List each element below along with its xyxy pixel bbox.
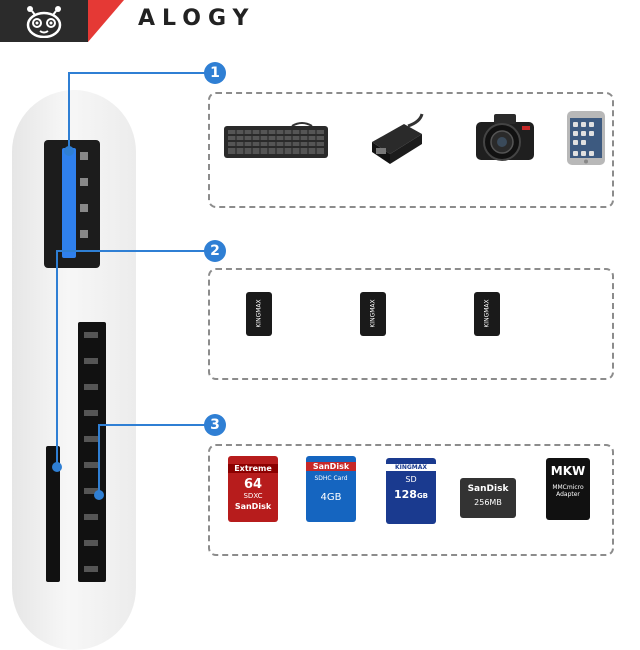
sd-card-2-brand: SanDisk <box>306 462 356 471</box>
sd-cards-panel <box>208 444 614 556</box>
sd-card-1-type: SDXC <box>243 492 263 500</box>
callout-dot-2 <box>52 462 62 472</box>
callout-line-2-vertical <box>56 250 58 466</box>
usb-devices-panel <box>208 92 614 208</box>
robot-mascot-icon <box>26 6 62 38</box>
callout-line-2-horizontal <box>58 250 208 252</box>
sd-card-2-name: SDHC Card <box>314 475 348 482</box>
microsd-cards-panel <box>208 268 614 380</box>
sd-card-sandisk-extreme: Extreme 64 SDXC SanDisk <box>228 456 278 522</box>
callout-line-1-vertical <box>68 72 70 152</box>
header: ALOGY <box>0 0 640 42</box>
microsd-card-1: KINGMAX <box>246 292 272 336</box>
sd-card-slot-pins <box>84 332 98 572</box>
callout-line-3-vertical <box>98 424 100 494</box>
sd-card-1-name: Extreme <box>228 464 278 473</box>
sd-card-5-type: Adapter <box>556 491 580 498</box>
callout-number-1: 1 <box>204 62 226 84</box>
sd-card-4-brand: SanDisk <box>467 484 509 494</box>
callout-dot-3 <box>94 490 104 500</box>
camera-icon <box>476 114 534 161</box>
sd-card-1-brand: SanDisk <box>234 502 272 511</box>
usb-port-pins <box>80 152 88 256</box>
smartphone-icon <box>567 111 605 165</box>
logo-background <box>0 0 88 42</box>
microsd-card-2-brand: KINGMAX <box>369 299 377 328</box>
power-adapter-icon <box>372 113 424 164</box>
sd-card-3-capacity: 128GB <box>393 488 429 501</box>
microsd-card-3-brand: KINGMAX <box>483 299 491 328</box>
callout-dot-1 <box>64 146 74 156</box>
keyboard-icon <box>224 122 328 158</box>
callout-line-1-horizontal <box>68 72 208 74</box>
sd-card-3-brand: KINGMAX <box>386 464 436 471</box>
mmcmicro-adapter: MKW MMCmicro Adapter <box>546 458 590 520</box>
sd-card-5-brand: MKW <box>550 464 586 478</box>
microsd-card-3: KINGMAX <box>474 292 500 336</box>
microsd-card-1-brand: KINGMAX <box>255 299 263 328</box>
sd-card-2-capacity: 4GB <box>320 492 342 503</box>
sd-card-3-type: SD <box>405 475 417 484</box>
sd-card-1-capacity: 64 <box>243 477 263 492</box>
sd-card-4-capacity: 256MB <box>474 498 502 507</box>
callout-number-3: 3 <box>204 414 226 436</box>
usb-port-tongue <box>62 148 76 258</box>
sd-card-kingmax: KINGMAX SD 128GB <box>386 458 436 524</box>
callout-number-2: 2 <box>204 240 226 262</box>
callout-line-3-horizontal <box>98 424 208 426</box>
rs-mmc-card-sandisk: SanDisk 256MB <box>460 478 516 518</box>
logo-accent <box>88 0 124 42</box>
microsd-card-slot <box>46 446 60 582</box>
brand-name: ALOGY <box>138 6 256 31</box>
sd-card-sandisk-sdhc: SanDisk SDHC Card 4GB <box>306 456 356 522</box>
sd-card-5-name: MMCmicro <box>552 484 584 491</box>
microsd-card-2: KINGMAX <box>360 292 386 336</box>
